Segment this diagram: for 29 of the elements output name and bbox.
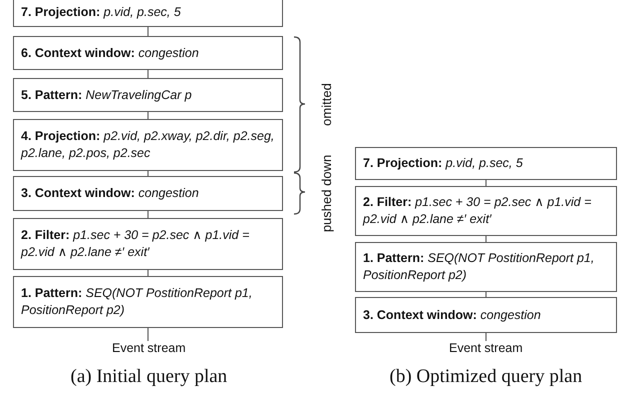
operator-text: 3. Context window: congestion <box>363 306 541 324</box>
operator-box <box>13 176 283 211</box>
input-label: Event stream <box>449 341 523 355</box>
connector-line <box>147 328 149 341</box>
operator-text: 2. Filter: p1.sec + 30 = p2.sec ∧ p1.vid = p2.vid ∧ p2.lane ≠′ exit′ <box>21 227 250 261</box>
operator-text: 7. Projection: p.vid, p.sec, 5 <box>21 4 181 21</box>
operator-text: 6. Context window: congestion <box>21 44 199 62</box>
operator-box <box>355 186 617 236</box>
operator-box <box>355 147 617 180</box>
operator-text: 7. Projection: p.vid, p.sec, 5 <box>363 155 523 172</box>
bracket-label: omitted <box>318 82 334 126</box>
operator-box <box>355 242 617 292</box>
subfigure-caption: (a) Initial query plan <box>70 366 228 388</box>
operator-box <box>13 276 283 328</box>
operator-box <box>13 218 283 270</box>
operator-text: 5. Pattern: NewTravelingCar p <box>21 86 192 104</box>
operator-text: 2. Filter: p1.sec + 30 = p2.sec ∧ p1.vid = p2.vid ∧ p2.lane ≠′ exit′ <box>363 194 592 228</box>
operator-box <box>13 0 283 27</box>
operator-text: 1. Pattern: SEQ(NOT PostitionReport p1, PositionReport p2) <box>21 285 254 319</box>
operator-text: 1. Pattern: SEQ(NOT PostitionReport p1, PositionReport p2) <box>363 250 596 284</box>
operator-box <box>13 78 283 112</box>
bracket-label: pushed down <box>318 154 334 232</box>
operator-box <box>355 297 617 333</box>
operator-text: 3. Context window: congestion <box>21 185 199 202</box>
subfigure-caption: (b) Optimized query plan <box>390 366 582 388</box>
operator-box <box>13 119 283 171</box>
operator-text: 4. Projection: p2.vid, p2.xway, p2.dir, p2.seg, p2.lane, p2.pos, p2.sec <box>21 128 275 162</box>
operator-box <box>13 36 283 70</box>
input-label: Event stream <box>112 341 186 355</box>
